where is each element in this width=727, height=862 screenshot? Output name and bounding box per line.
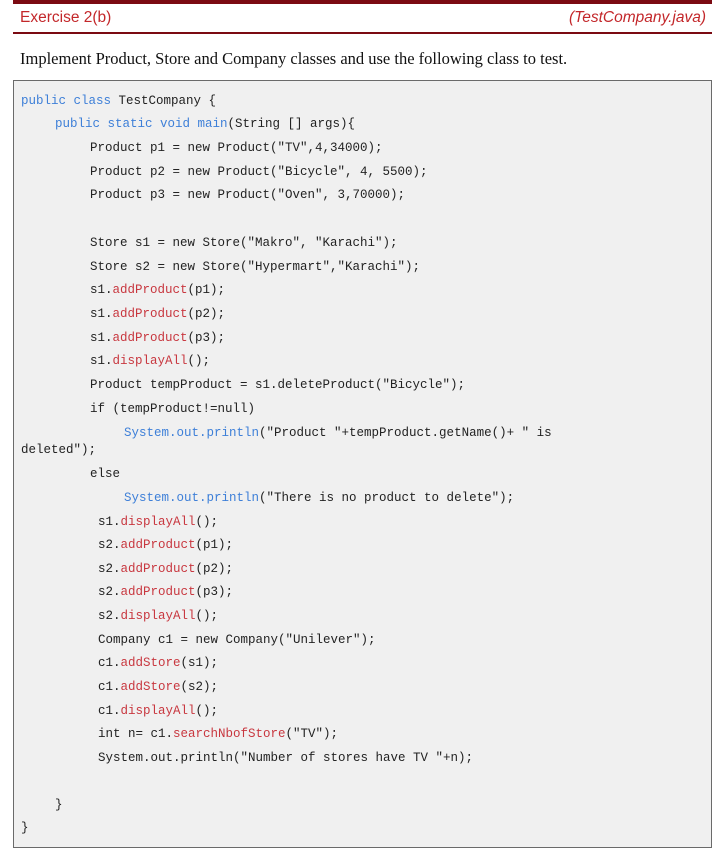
code-token: System.out.println <box>124 491 260 505</box>
code-token: c1. <box>98 704 121 718</box>
code-line: s2.displayAll(); <box>98 608 218 624</box>
code-line: else <box>90 466 120 482</box>
code-token: addProduct <box>112 283 188 297</box>
code-token: public class <box>21 94 119 108</box>
code-line: Product p2 = new Product("Bicycle", 4, 5… <box>90 164 428 180</box>
code-token: (); <box>195 704 219 718</box>
code-token: Product p2 = new Product("Bicycle", 4, 5… <box>90 165 428 179</box>
code-line: s1.addProduct(p2); <box>90 306 225 322</box>
code-line: s1.addProduct(p1); <box>90 282 225 298</box>
code-token: s1. <box>90 331 113 345</box>
code-token: (p2); <box>195 562 234 576</box>
code-line: c1.addStore(s2); <box>98 679 218 695</box>
code-token: else <box>90 467 121 481</box>
code-token: addStore <box>120 656 181 670</box>
code-token: s2. <box>98 609 121 623</box>
code-token: addProduct <box>112 307 188 321</box>
code-token: (s1); <box>180 656 219 670</box>
instruction-text: Implement Product, Store and Company cla… <box>20 49 568 68</box>
code-token: } <box>55 798 63 812</box>
code-token: (String [] args){ <box>227 117 356 131</box>
code-token: addProduct <box>120 585 196 599</box>
exercise-filename: (TestCompany.java) <box>569 9 706 26</box>
code-line: s1.displayAll(); <box>98 514 218 530</box>
code-line: Store s1 = new Store("Makro", "Karachi")… <box>90 235 398 251</box>
code-line: if (tempProduct!=null) <box>90 401 255 417</box>
code-token: Product tempProduct = s1.deleteProduct("… <box>90 378 466 392</box>
code-line: s1.addProduct(p3); <box>90 330 225 346</box>
code-line: s2.addProduct(p1); <box>98 537 233 553</box>
code-line: Product p1 = new Product("TV",4,34000); <box>90 140 383 156</box>
code-token: searchNbofStore <box>173 727 286 741</box>
code-token: Company c1 = new Company("Unilever"); <box>98 633 376 647</box>
code-token: s2. <box>98 538 121 552</box>
code-token: displayAll <box>120 515 196 529</box>
code-token: s1. <box>90 283 113 297</box>
code-line: public static void main(String [] args){ <box>55 116 355 132</box>
code-token: deleted"); <box>21 443 97 457</box>
code-token: addProduct <box>120 562 196 576</box>
code-token: addStore <box>120 680 181 694</box>
code-token: c1. <box>98 656 121 670</box>
code-token: (p2); <box>187 307 226 321</box>
code-line: System.out.println("Product "+tempProduc… <box>124 425 552 441</box>
code-token: s2. <box>98 585 121 599</box>
code-token: int n= c1. <box>98 727 174 741</box>
code-line: Store s2 = new Store("Hypermart","Karach… <box>90 259 420 275</box>
code-line: Product tempProduct = s1.deleteProduct("… <box>90 377 465 393</box>
code-block: public class TestCompany { public static … <box>13 80 712 848</box>
code-line: deleted"); <box>21 442 96 458</box>
code-line: s1.displayAll(); <box>90 353 210 369</box>
code-token: displayAll <box>120 609 196 623</box>
code-token: (s2); <box>180 680 219 694</box>
code-line: c1.addStore(s1); <box>98 655 218 671</box>
code-token: Store s1 = new Store("Makro", "Karachi")… <box>90 236 398 250</box>
code-token: s1. <box>90 307 113 321</box>
code-token: (p1); <box>187 283 226 297</box>
code-token: (p3); <box>187 331 226 345</box>
code-line: s2.addProduct(p2); <box>98 561 233 577</box>
code-token: (); <box>187 354 211 368</box>
code-token: addProduct <box>120 538 196 552</box>
exercise-title: Exercise 2(b) <box>20 9 112 26</box>
code-line: c1.displayAll(); <box>98 703 218 719</box>
code-token: Store s2 = new Store("Hypermart","Karach… <box>90 260 421 274</box>
code-line: s2.addProduct(p3); <box>98 584 233 600</box>
code-line: Product p3 = new Product("Oven", 3,70000… <box>90 187 405 203</box>
code-token: TestCompany { <box>118 94 217 108</box>
code-line: public class TestCompany { <box>21 93 216 109</box>
code-token: (p1); <box>195 538 234 552</box>
code-token: ("Product "+tempProduct.getName()+ " is <box>259 426 552 440</box>
code-token: } <box>21 821 29 835</box>
code-token: ("TV"); <box>285 727 339 741</box>
exercise-header: Exercise 2(b) (TestCompany.java) <box>13 0 712 34</box>
code-token: Product p3 = new Product("Oven", 3,70000… <box>90 188 406 202</box>
code-token: s1. <box>98 515 121 529</box>
code-line: System.out.println("Number of stores hav… <box>98 750 473 766</box>
code-token: System.out.println("Number of stores hav… <box>98 751 474 765</box>
code-token: s1. <box>90 354 113 368</box>
code-token: addProduct <box>112 331 188 345</box>
code-token: (); <box>195 515 219 529</box>
code-line: int n= c1.searchNbofStore("TV"); <box>98 726 338 742</box>
code-line: System.out.println("There is no product … <box>124 490 514 506</box>
code-token: displayAll <box>112 354 188 368</box>
code-token: if (tempProduct!=null) <box>90 402 256 416</box>
code-token: (); <box>195 609 219 623</box>
code-token: (p3); <box>195 585 234 599</box>
code-token: c1. <box>98 680 121 694</box>
code-line: } <box>55 797 63 813</box>
code-token: Product p1 = new Product("TV",4,34000); <box>90 141 383 155</box>
code-line: } <box>21 820 29 836</box>
code-line: Company c1 = new Company("Unilever"); <box>98 632 376 648</box>
code-token: ("There is no product to delete"); <box>259 491 515 505</box>
code-token: System.out.println <box>124 426 260 440</box>
code-token: displayAll <box>120 704 196 718</box>
code-token: public static void main <box>55 117 228 131</box>
code-token: s2. <box>98 562 121 576</box>
